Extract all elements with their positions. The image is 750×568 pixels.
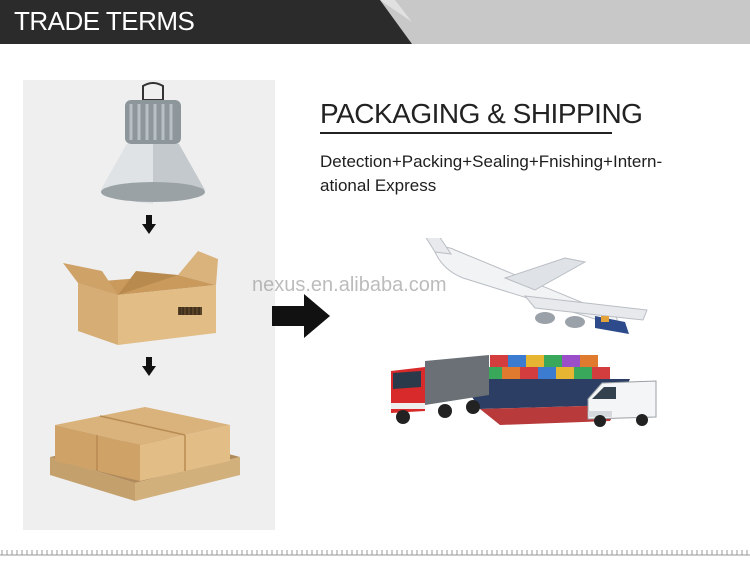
pallet-boxes-icon <box>50 407 240 501</box>
high-bay-lamp-icon <box>101 82 205 204</box>
van-icon <box>587 380 657 427</box>
watermark-text: nexus.en.alibaba.com <box>252 274 447 296</box>
process-description: Detection+Packing+Sealing+Fnishing+Inter… <box>320 152 663 195</box>
truck-icon <box>391 355 489 424</box>
title-underline <box>320 132 612 134</box>
right-arrow-icon <box>272 294 330 338</box>
section-title: PACKAGING & SHIPPING <box>320 98 643 129</box>
down-arrow-icon <box>142 215 156 234</box>
airplane-icon <box>425 238 648 334</box>
ruler-divider <box>0 550 750 556</box>
header-dark-band <box>0 0 412 44</box>
down-arrow-icon <box>142 357 156 376</box>
page-title: TRADE TERMS <box>14 6 195 36</box>
cardboard-box-icon <box>63 251 218 345</box>
header-bar: TRADE TERMS <box>0 0 750 44</box>
